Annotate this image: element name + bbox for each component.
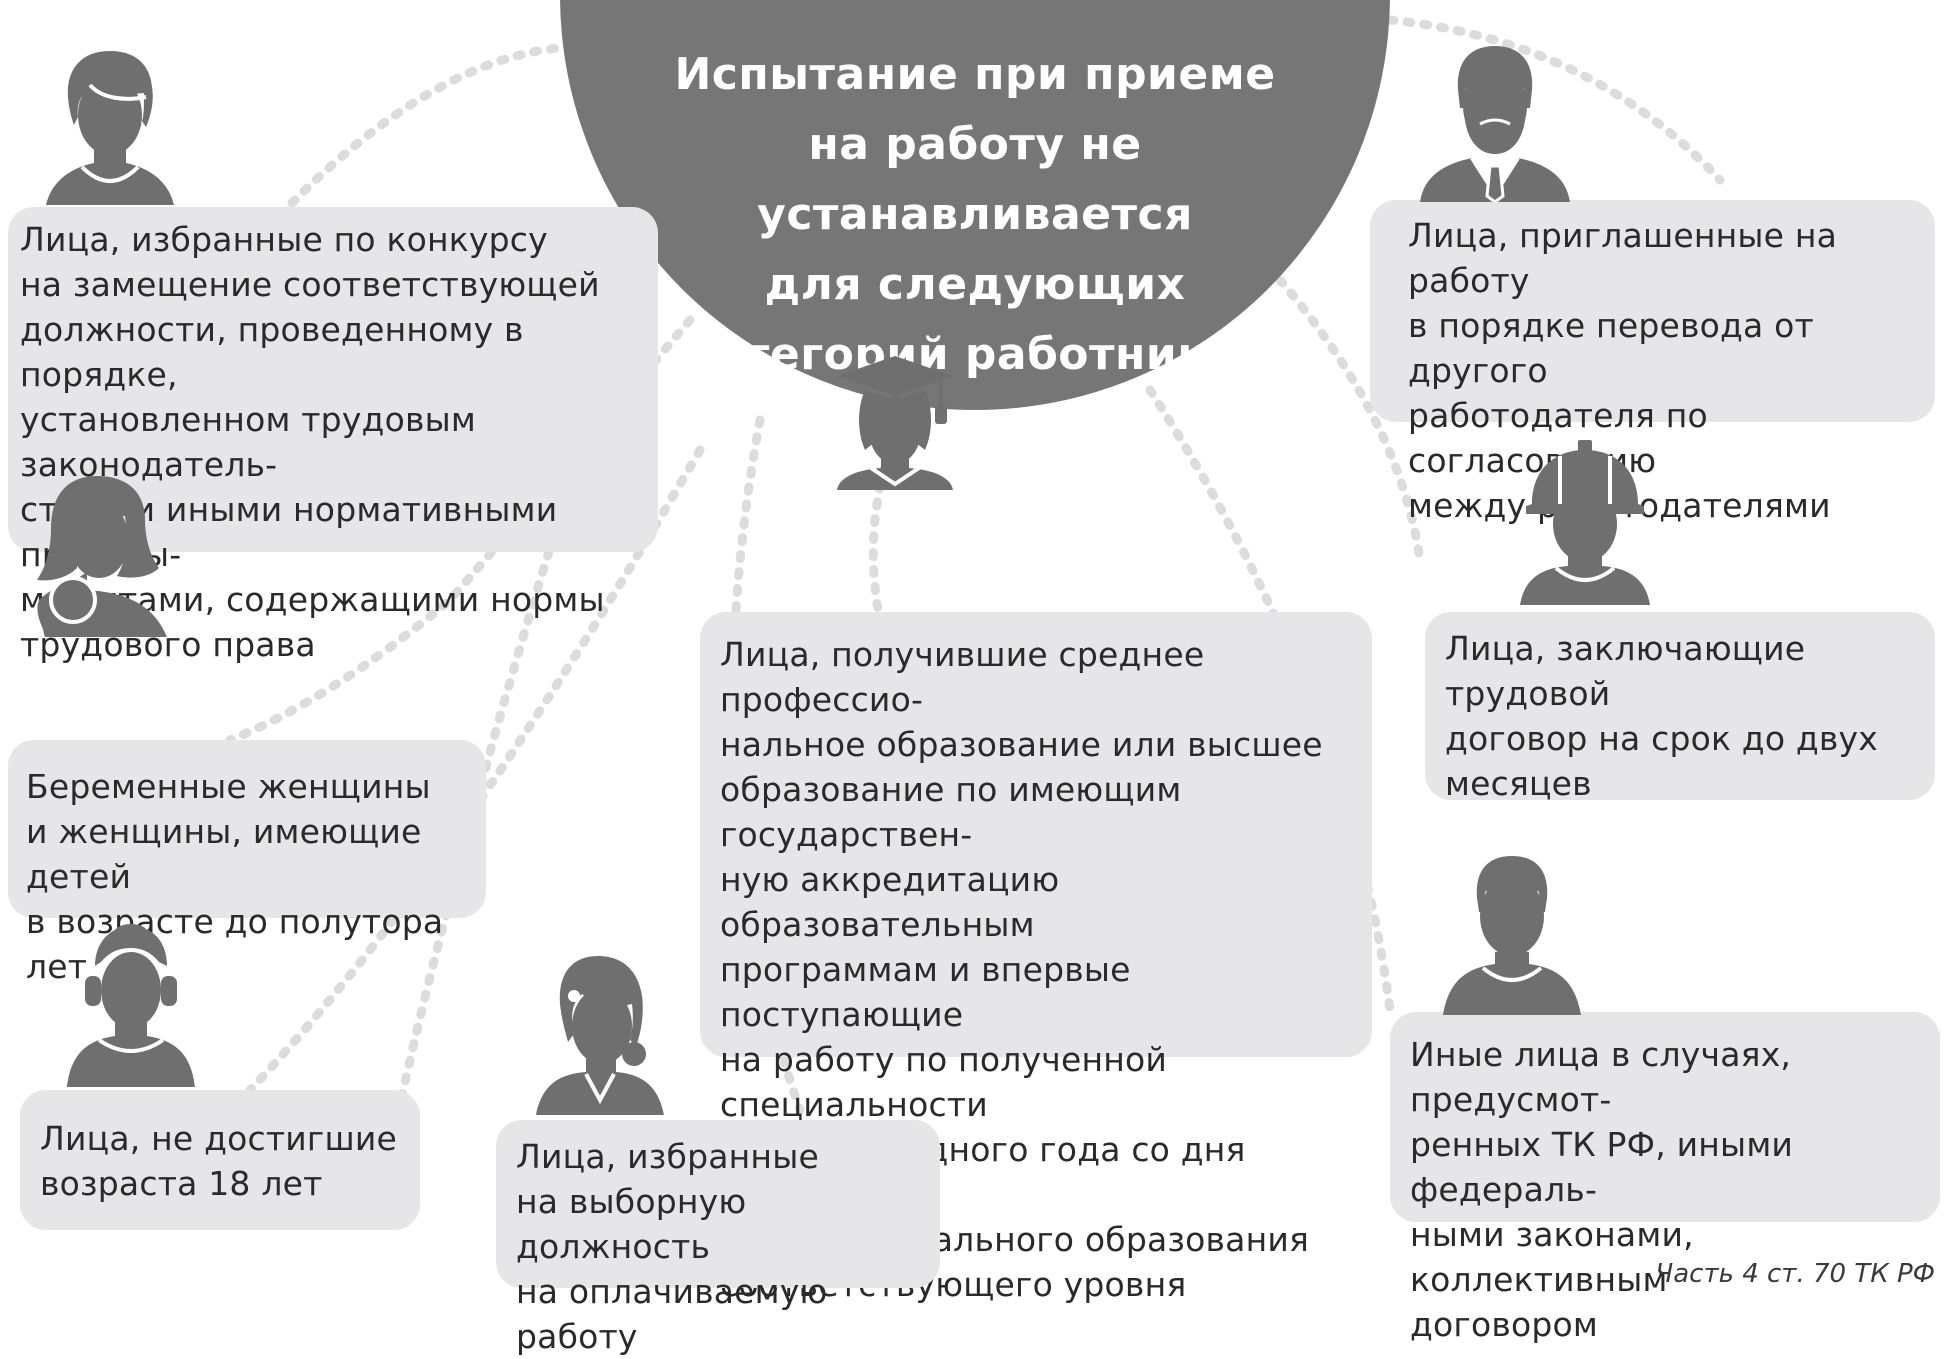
card-elected-position: Лица, избранные на выборную должность на… xyxy=(496,1120,940,1356)
connector-center xyxy=(868,415,905,625)
woman-bun-icon xyxy=(530,950,670,1115)
card-transfer-invited: Лица, приглашенные на работу в порядке п… xyxy=(1370,200,1935,525)
card-pregnant-women-text: Беременные женщины и женщины, имеющие де… xyxy=(26,767,444,986)
card-short-contract-text: Лица, заключающие трудовой договор на ср… xyxy=(1445,629,1879,803)
woman-short-hair-icon xyxy=(40,45,180,205)
graduate-cap-icon xyxy=(825,350,985,490)
card-under-18: Лица, не достигшие возраста 18 лет xyxy=(20,1090,420,1230)
man-icon xyxy=(1437,850,1587,1015)
card-elected-position-text: Лица, избранные на выборную должность на… xyxy=(516,1137,828,1356)
bearded-man-tie-icon xyxy=(1420,42,1570,202)
mother-with-child-icon xyxy=(25,472,175,637)
card-transfer-invited-text: Лица, приглашенные на работу в порядке п… xyxy=(1408,216,1838,525)
card-under-18-text: Лица, не достигшие возраста 18 лет xyxy=(40,1119,397,1203)
connector-top-right xyxy=(1385,15,1725,185)
card-short-contract: Лица, заключающие трудовой договор на ср… xyxy=(1425,612,1935,803)
teen-headphones-icon xyxy=(55,922,205,1087)
page-title: Испытание при приеме на работу не устана… xyxy=(674,49,1276,380)
card-other-persons: Иные лица в случаях, предусмот- ренных Т… xyxy=(1390,1012,1940,1344)
worker-helmet-icon xyxy=(1510,440,1660,605)
connector-top-left xyxy=(275,43,565,220)
card-competition-elected-text: Лица, избранные по конкурсу на замещение… xyxy=(20,220,605,664)
card-other-persons-text: Иные лица в случаях, предусмот- ренных Т… xyxy=(1410,1035,1794,1344)
card-graduates: Лица, получившие среднее профессио- наль… xyxy=(700,612,1372,1304)
connector-right-upper xyxy=(1275,275,1425,565)
card-pregnant-women: Беременные женщины и женщины, имеющие де… xyxy=(8,740,486,986)
source-note: Часть 4 ст. 70 ТК РФ xyxy=(1655,1259,1935,1289)
connector-center-right xyxy=(1145,385,1395,1015)
